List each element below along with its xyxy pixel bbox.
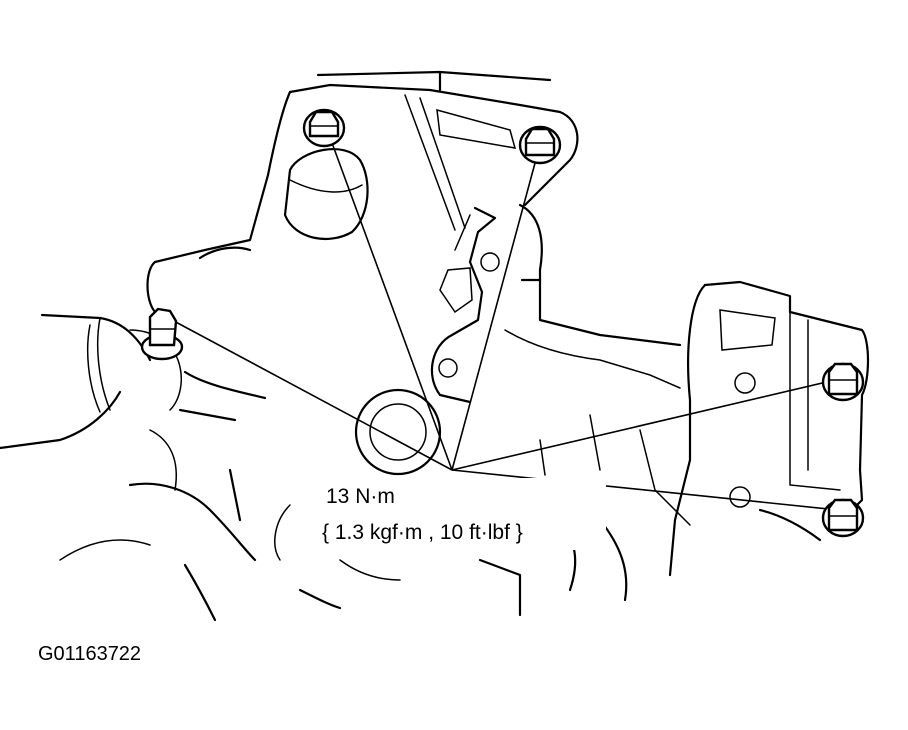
engine-housing-drawing — [0, 70, 870, 622]
torque-value-nm: 13 N·m — [326, 485, 395, 508]
leader-line-left — [171, 319, 453, 471]
torque-value-alt-units: { 1.3 kgf·m , 10 ft·lbf } — [322, 521, 523, 544]
bolt-right-lower-icon — [821, 498, 865, 538]
leader-line-top-left — [327, 131, 453, 471]
leader-line-top-right — [451, 151, 539, 471]
bolt-right-upper-icon — [821, 362, 865, 402]
bolt-top-right-icon — [518, 125, 562, 165]
leader-line-right-lower — [451, 469, 839, 511]
bolt-left-icon — [140, 307, 184, 361]
bolt-top-left-icon — [302, 108, 346, 148]
torque-leader-lines — [171, 131, 839, 511]
figure-code: G01163722 — [38, 643, 141, 665]
torque-callout: 13 N·m { 1.3 kgf·m , 10 ft·lbf } — [316, 478, 606, 550]
leader-line-right-upper — [451, 379, 836, 471]
